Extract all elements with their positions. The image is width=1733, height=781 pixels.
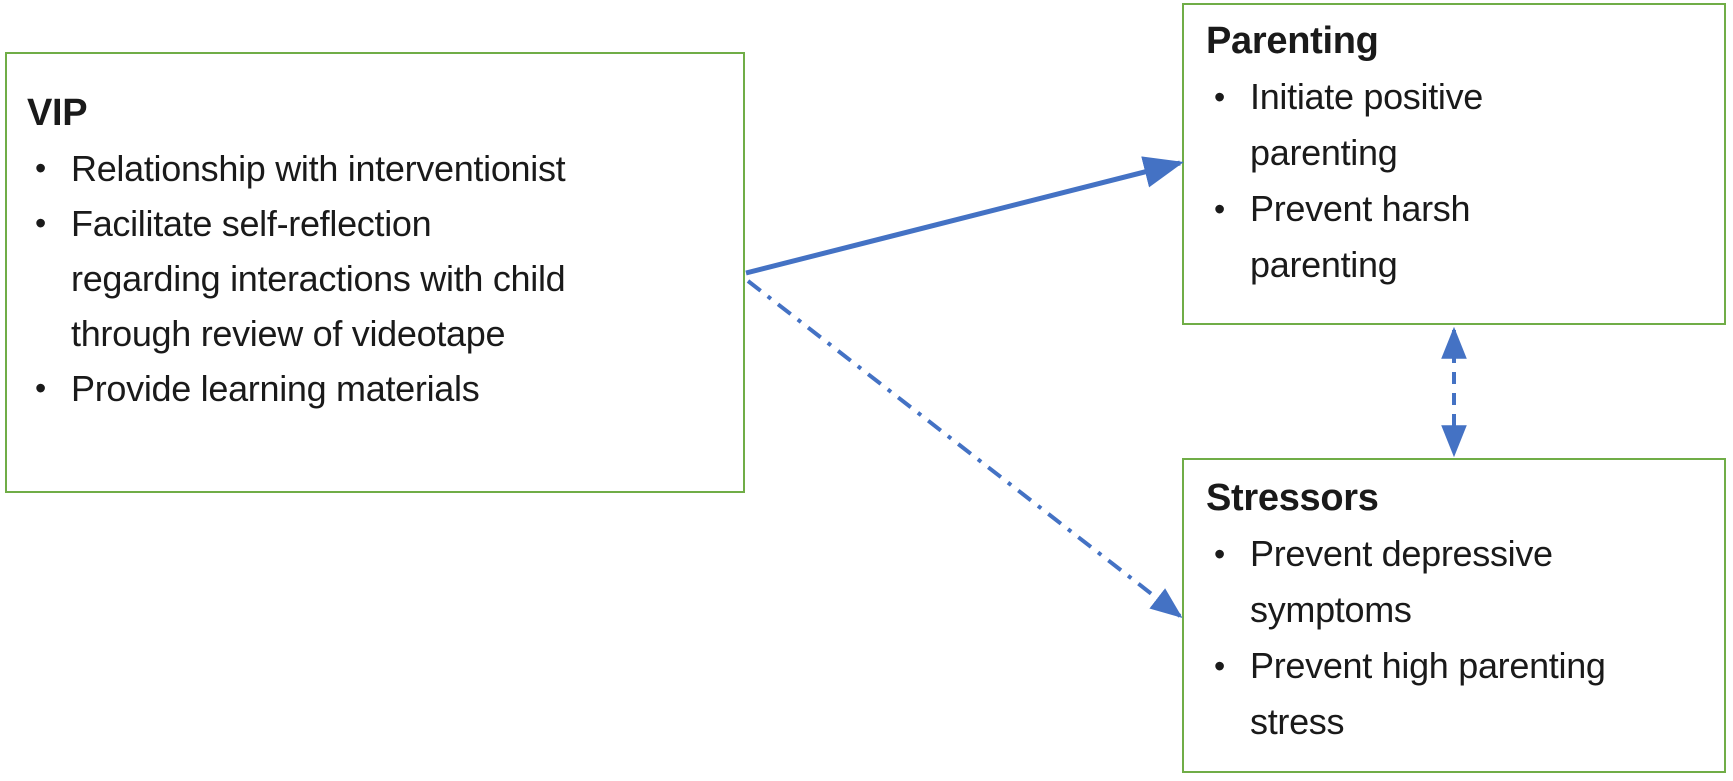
stressors-bullet-item: • Prevent depressive symptoms — [1206, 526, 1714, 638]
bullet-icon: • — [1214, 79, 1225, 115]
stressors-bullet-item: • Prevent high parenting stress — [1206, 638, 1714, 750]
vip-bullet-item: • Facilitate self-reflection regarding i… — [27, 196, 731, 361]
parenting-bullet-text: Initiate positive parenting — [1250, 76, 1484, 173]
bullet-icon: • — [1214, 191, 1225, 227]
vip-box-title: VIP — [27, 92, 88, 134]
vip-box: VIP • Relationship with interventionist … — [5, 52, 745, 493]
stressors-bullet-list: • Prevent depressive symptoms • Prevent … — [1206, 526, 1714, 750]
vip-bullet-item: • Provide learning materials — [27, 361, 731, 416]
bullet-icon: • — [35, 150, 46, 186]
parenting-bullet-item: • Initiate positive parenting — [1206, 69, 1714, 181]
arrow-vip-to-stressors — [746, 279, 1183, 618]
bullet-icon: • — [35, 205, 46, 241]
bullet-icon: • — [35, 370, 46, 406]
bullet-icon: • — [1214, 536, 1225, 572]
parenting-bullet-item: • Prevent harsh parenting — [1206, 181, 1714, 293]
parenting-box: Parenting • Initiate positive parenting … — [1182, 3, 1726, 325]
vip-bullet-list: • Relationship with interventionist • Fa… — [27, 141, 731, 416]
bullet-icon: • — [1214, 648, 1225, 684]
parenting-bullet-text: Prevent harsh parenting — [1250, 188, 1471, 285]
vip-bullet-text: Relationship with interventionist — [71, 148, 566, 189]
stressors-bullet-text: Prevent depressive symptoms — [1250, 533, 1553, 630]
stressors-box-title: Stressors — [1206, 477, 1379, 519]
vip-bullet-text: Facilitate self-reflection regarding int… — [71, 203, 566, 354]
vip-bullet-text: Provide learning materials — [71, 368, 480, 409]
stressors-box: Stressors • Prevent depressive symptoms … — [1182, 458, 1726, 773]
arrow-vip-to-parenting — [745, 156, 1184, 276]
stressors-bullet-text: Prevent high parenting stress — [1250, 645, 1606, 742]
parenting-bullet-list: • Initiate positive parenting • Prevent … — [1206, 69, 1714, 293]
vip-bullet-item: • Relationship with interventionist — [27, 141, 731, 196]
parenting-box-title: Parenting — [1206, 20, 1379, 62]
